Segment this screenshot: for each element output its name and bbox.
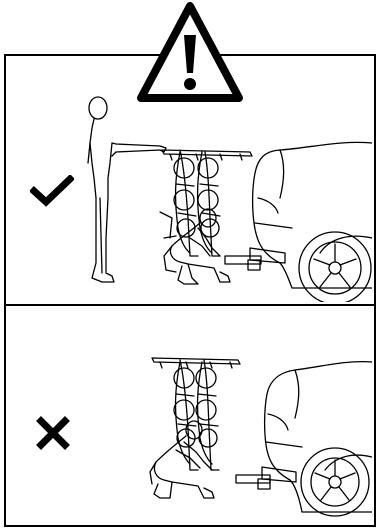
crouching-person [164, 209, 230, 284]
standing-person [88, 97, 166, 282]
crouching-person [150, 421, 214, 498]
car-wheel [299, 232, 371, 302]
car-wheel [301, 448, 369, 516]
illustration-one-person-lifting [140, 352, 372, 522]
checkmark-icon [30, 175, 74, 207]
car-body [253, 142, 372, 288]
car-body [265, 362, 372, 512]
bike-rack [160, 150, 252, 256]
cross-icon [36, 416, 70, 450]
illustration-two-person-lifting [80, 88, 372, 302]
